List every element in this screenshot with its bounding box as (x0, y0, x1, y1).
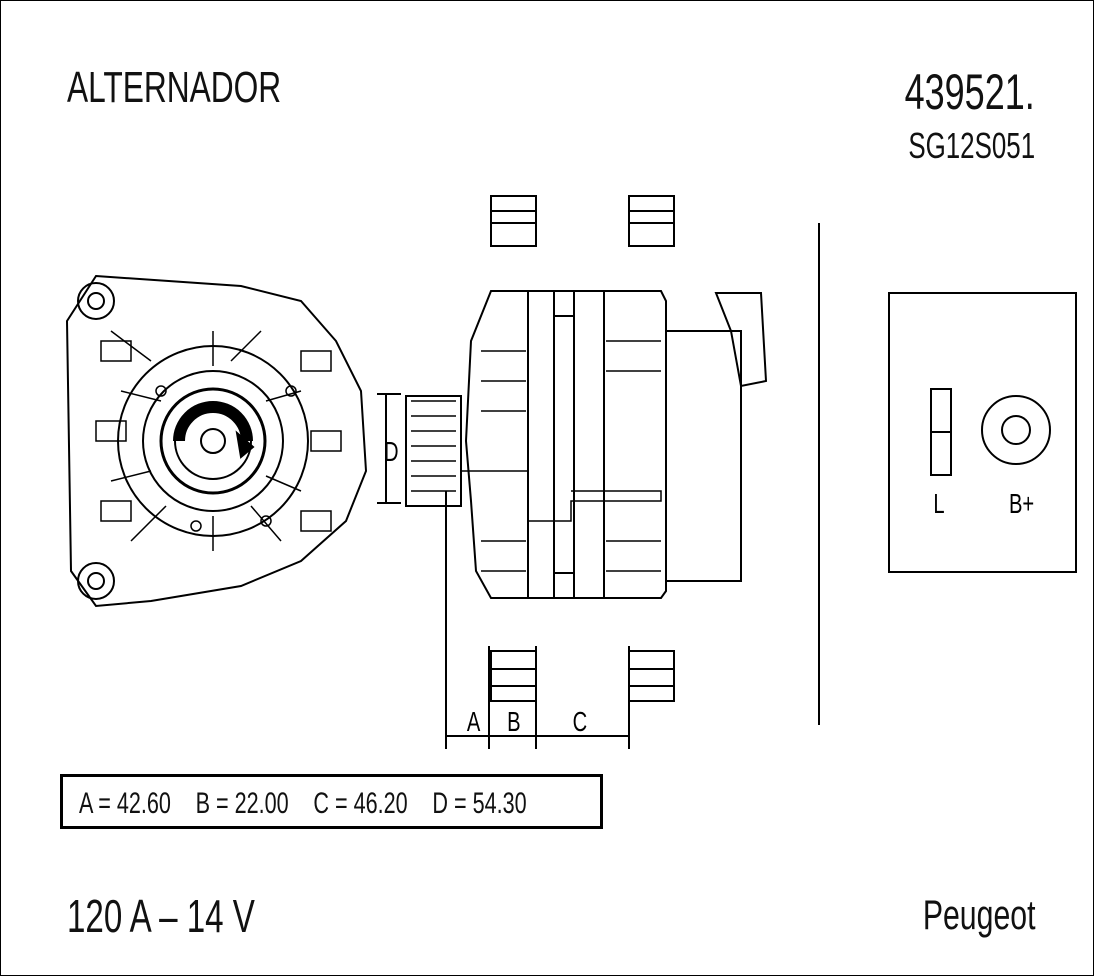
dimension-label-b: B (507, 707, 520, 738)
dimension-label-a: A (467, 707, 481, 738)
dimension-label-d: D (384, 437, 399, 468)
dimension-lines (377, 223, 820, 749)
dimension-b: B = 22.00 (195, 787, 289, 820)
alternator-side-view (405, 195, 768, 702)
connector-box (888, 292, 1077, 573)
product-title: ALTERNADOR (67, 63, 282, 112)
connector-diagram (930, 388, 1051, 476)
terminal-bplus-icon (981, 395, 1051, 465)
vehicle-brand: Peugeot (922, 891, 1035, 938)
electrical-rating: 120 A – 14 V (67, 890, 255, 942)
alternator-front-view (65, 274, 368, 608)
dimension-a: A = 42.60 (79, 787, 171, 820)
reference-code: SG12S051 (908, 125, 1035, 166)
dimension-c: C = 46.20 (313, 787, 408, 820)
dimension-d: D = 54.30 (432, 787, 527, 820)
part-number: 439521. (904, 64, 1035, 120)
dimensions-box: A = 42.60 B = 22.00 C = 46.20 D = 54.30 (60, 774, 603, 829)
terminal-l-label: L (933, 489, 944, 520)
dimension-label-c: C (573, 707, 588, 738)
terminal-bplus-label: B+ (1009, 489, 1034, 520)
